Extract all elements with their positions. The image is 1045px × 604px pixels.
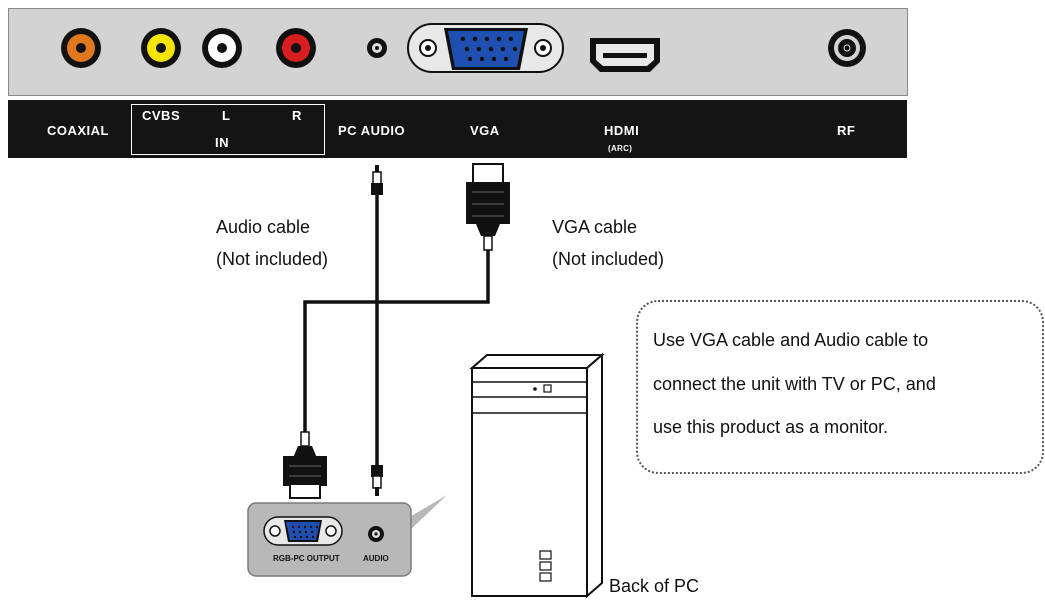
hdmi-label: HDMI: [604, 123, 640, 138]
input-label: IN: [215, 135, 229, 150]
cvbs-jack-icon: [141, 28, 181, 68]
rgb-pc-output-label: RGB-PC OUTPUT: [273, 554, 340, 563]
instruction-callout: [636, 300, 1044, 474]
hdmi-port-icon: [590, 38, 660, 72]
cvbs-label: CVBS: [142, 108, 181, 123]
composite-input-group-box: [131, 104, 325, 155]
vga-label: VGA: [470, 123, 500, 138]
coaxial-label: COAXIAL: [47, 123, 109, 138]
vga-cable-caption-note: (Not included): [552, 249, 665, 269]
audio-cable-caption-note: (Not included): [216, 249, 329, 269]
pc-audio-output-jack-icon: [368, 526, 384, 542]
vga-cable: [283, 163, 510, 499]
audio-cable-caption-name: Audio cable: [216, 217, 311, 237]
back-of-pc-caption: Back of PC: [609, 576, 700, 596]
pc-vga-output-port-icon: [263, 516, 343, 546]
audio-left-label: L: [222, 108, 231, 123]
vga-cable-caption-name: VGA cable: [552, 217, 638, 237]
audio-left-jack-icon: [202, 28, 242, 68]
pc-audio-output-label: AUDIO: [363, 554, 389, 563]
instruction-line-2: connect the unit with TV or PC, and: [653, 374, 936, 394]
rf-jack-icon: [828, 29, 866, 67]
vga-port-icon: [407, 23, 564, 73]
audio-right-jack-icon: [276, 28, 316, 68]
hdmi-arc-label: (ARC): [608, 144, 633, 153]
pc-audio-jack-icon: [367, 38, 387, 58]
vga-port-face: [448, 31, 524, 67]
rf-label: RF: [837, 123, 856, 138]
pc-audio-label: PC AUDIO: [338, 123, 406, 138]
pc-tower-icon: [469, 352, 605, 599]
coaxial-jack-icon: [61, 28, 101, 68]
port-label-bar: [8, 100, 907, 158]
audio-cable: [371, 165, 383, 496]
audio-right-label: R: [292, 108, 302, 123]
instruction-line-3: use this product as a monitor.: [653, 417, 889, 437]
instruction-line-1: Use VGA cable and Audio cable to: [653, 330, 929, 350]
